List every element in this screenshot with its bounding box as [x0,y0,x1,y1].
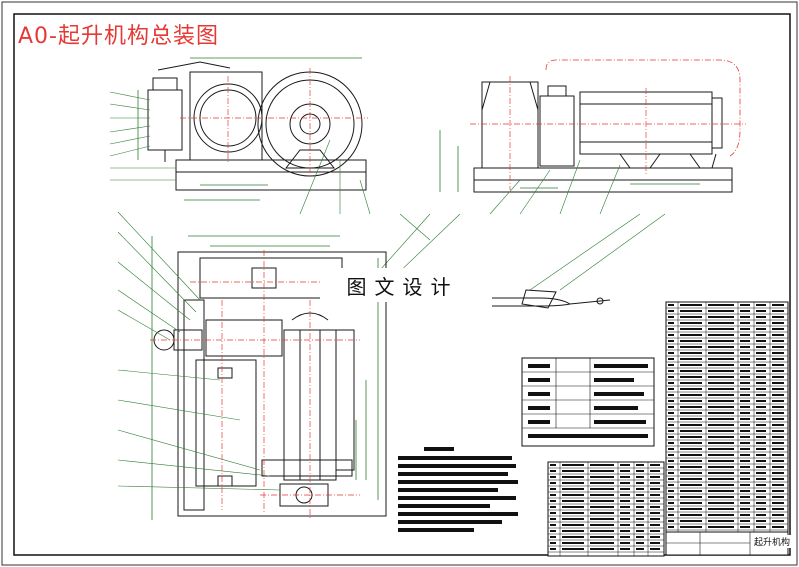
front-view [439,59,746,193]
inner-frame [13,13,791,556]
side-view [109,57,368,201]
parts-list-left [547,461,665,557]
parameter-table [521,357,655,447]
title-block-name: 起升机构 [752,535,793,548]
parts-list-right [665,301,789,533]
rope-clamp-detail [492,289,611,309]
drawing-title: A0-起升机构总装图 [18,24,219,49]
plan-view [117,211,396,520]
watermark: 图文设计 [320,268,485,302]
technical-notes [398,447,518,532]
